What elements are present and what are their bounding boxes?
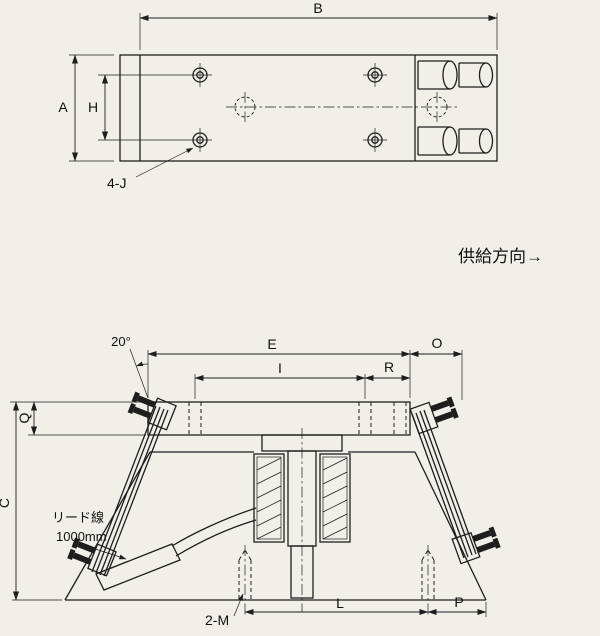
anchor-stud-right [421, 545, 435, 616]
lead-wire-note: リード線 1000mm [52, 510, 127, 560]
dim-b-label: B [313, 0, 322, 16]
bolt-callout-2m: 2-M [205, 593, 244, 628]
hole-bottom-left [188, 128, 212, 152]
dim-p-label: P [454, 594, 463, 610]
center-holes [226, 92, 460, 122]
dim-a-label: A [58, 99, 68, 115]
bolt-callout-label: 2-M [205, 612, 229, 628]
spring-angle-callout: 20° [111, 334, 149, 399]
electromagnet [253, 428, 351, 612]
right-spring-bottom-clamp [451, 531, 481, 565]
dim-r-label: R [384, 359, 394, 375]
lead-wire-length-label: 1000mm [56, 529, 107, 544]
hole-bottom-right [363, 128, 387, 152]
dim-h-label: H [88, 99, 98, 115]
dimension-i: I [194, 360, 366, 399]
left-spring-top-clamp [147, 397, 177, 431]
hole-callout-label: 4-J [107, 175, 126, 191]
top-view-plate-outline [119, 54, 498, 162]
right-spring-top-clamp [409, 401, 439, 435]
dim-e-label: E [267, 336, 276, 352]
top-view-rollers [417, 60, 494, 156]
lead-wire [95, 507, 257, 591]
dimension-b: B [139, 0, 498, 50]
dim-o-label: O [432, 335, 443, 351]
supply-direction-note: 供給方向→ [458, 247, 543, 266]
base-body [64, 451, 487, 601]
dimension-h: H [88, 74, 188, 141]
mounting-holes [188, 63, 387, 152]
dimension-e: E [147, 336, 411, 398]
top-view: B A H 4-J [58, 0, 498, 191]
dimension-l: L [244, 595, 429, 616]
dim-c-label: C [0, 498, 12, 508]
trough-plate [147, 401, 411, 436]
dim-q-label: Q [16, 412, 32, 423]
dimension-o: O [409, 335, 463, 400]
lead-wire-ribbon [95, 543, 181, 591]
coil-left-hatch [256, 457, 282, 540]
hole-callout-4j: 4-J [107, 147, 194, 191]
dim-l-label: L [336, 595, 344, 611]
left-spring-bottom-clamp [87, 543, 117, 577]
dimension-q: Q [16, 401, 38, 436]
anchor-stud-left [238, 545, 252, 616]
dim-i-label: I [278, 360, 282, 376]
side-view: 20° E O I R Q [0, 334, 501, 628]
lead-wire-label: リード線 [52, 510, 104, 525]
hole-top-right [363, 63, 387, 87]
dimension-p: P [427, 594, 487, 617]
coil-right-hatch [322, 457, 348, 540]
dimension-a: A [58, 54, 114, 162]
angle-label: 20° [111, 334, 131, 349]
hole-top-left [188, 63, 212, 87]
left-leaf-spring [67, 391, 177, 577]
dimension-c: C [0, 401, 20, 601]
right-leaf-spring [409, 396, 501, 565]
dimension-r: R [364, 359, 411, 382]
